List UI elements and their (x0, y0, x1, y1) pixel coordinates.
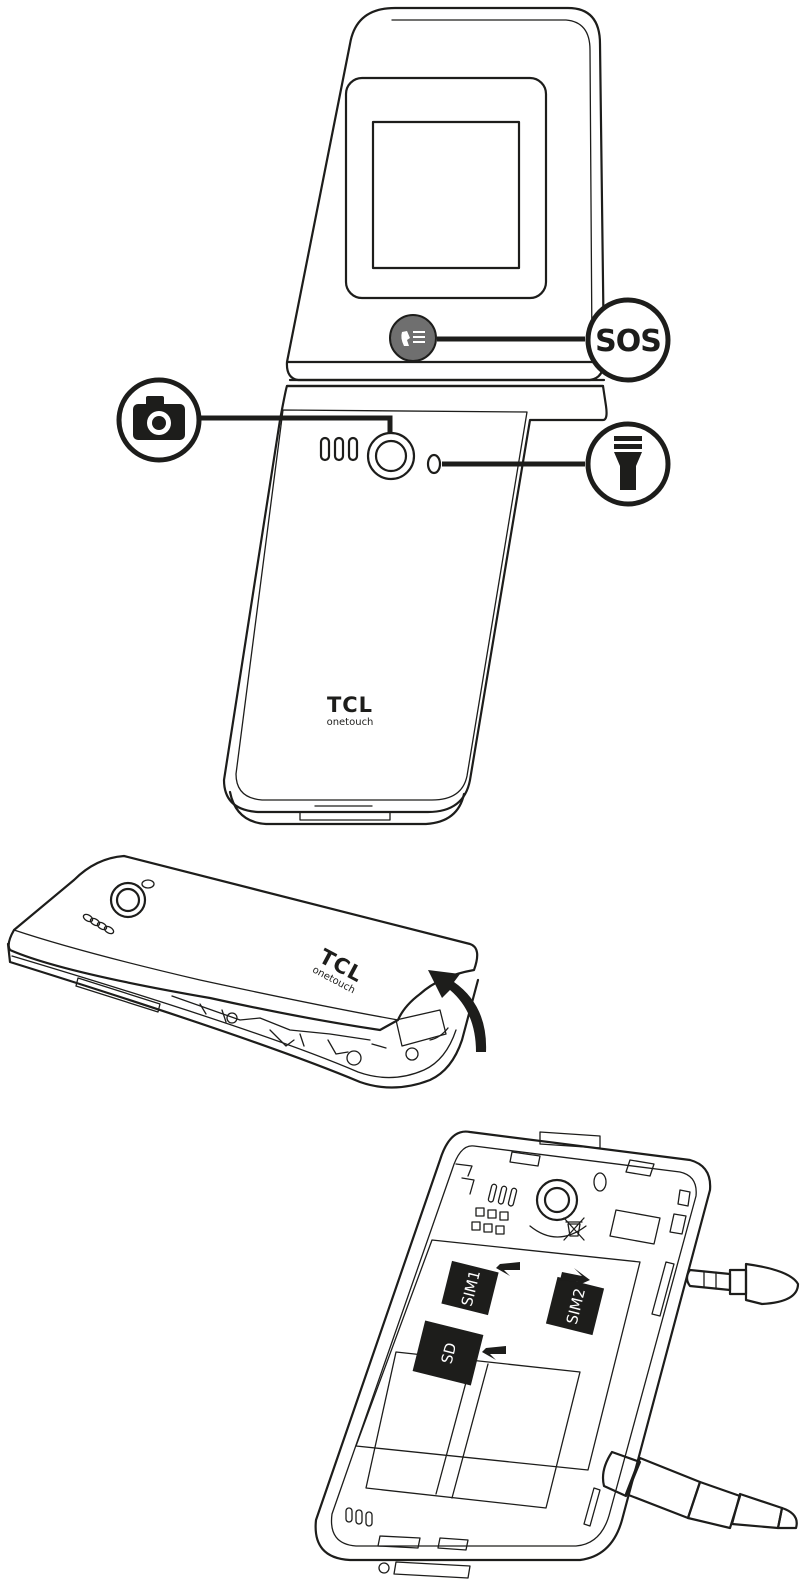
chassis-bottom-details (345, 1507, 471, 1579)
sos-badge (585, 297, 671, 383)
outer-display-screen (371, 120, 521, 270)
flashlight-icon (614, 436, 642, 490)
sim1-insert-arrow-icon (496, 1256, 520, 1276)
back-cover (7, 854, 479, 1032)
flip-phone-back-view: TCL onetouch SOS (116, 6, 671, 826)
cover-camera-hole (115, 887, 141, 913)
rear-camera-inner (374, 439, 408, 473)
sd-card: SD (412, 1320, 484, 1386)
sd-insert-arrow-icon (482, 1340, 506, 1360)
cover-speaker-holes (82, 913, 115, 935)
sim-insertion-view: SIM1 SIM2 SD (314, 1130, 800, 1579)
phone-base-outline (222, 384, 608, 814)
disposal-bin-icon (563, 1217, 585, 1241)
phone-lid-inner-edge (391, 19, 593, 353)
phone-body-side-inner (11, 955, 457, 1079)
headphone-plug (685, 1262, 800, 1306)
speaker-grille (319, 436, 359, 462)
hinge-band (285, 360, 606, 388)
sim1-card: SIM1 (441, 1260, 499, 1316)
side-volume-slot (75, 977, 161, 1013)
back-cover-edge (13, 929, 399, 1021)
outer-display-frame (344, 76, 548, 300)
cover-camera-ring (109, 881, 147, 919)
flashlight-led (426, 453, 442, 475)
cover-flash-hole (141, 879, 155, 889)
chassis-inner (330, 1145, 697, 1547)
rear-camera (366, 431, 416, 481)
camera-icon (133, 396, 185, 440)
sos-key-icon (401, 331, 425, 346)
brand-logo: TCL (327, 693, 373, 717)
contact-grid (471, 1207, 509, 1235)
camera-side-grille (487, 1183, 518, 1207)
charging-port-bottom (299, 805, 391, 821)
phone-bottom-edge (228, 790, 466, 826)
chassis-outline (314, 1130, 712, 1562)
brand-logo-sub: onetouch (327, 717, 374, 728)
sim2-insert-arrow-icon (560, 1268, 590, 1288)
lift-arrow-icon (428, 970, 487, 1052)
side-keys (583, 1261, 675, 1527)
top-components (455, 1131, 691, 1245)
sos-badge-label: SOS (595, 324, 661, 359)
sim2-card: SIM2 (545, 1276, 605, 1336)
battery-compartment (365, 1351, 581, 1509)
phone-back-panel (235, 409, 528, 801)
back-cover-removal-view: TCL onetouch (6, 854, 487, 1089)
sd-card-label: SD (438, 1341, 461, 1366)
card-tray-outline (355, 1239, 641, 1471)
phone-body-side (6, 942, 480, 1089)
exposed-internals (171, 995, 449, 1066)
camera-callout-line (200, 415, 393, 434)
phone-lid-outline (285, 6, 606, 382)
usb-cable (601, 1450, 798, 1530)
